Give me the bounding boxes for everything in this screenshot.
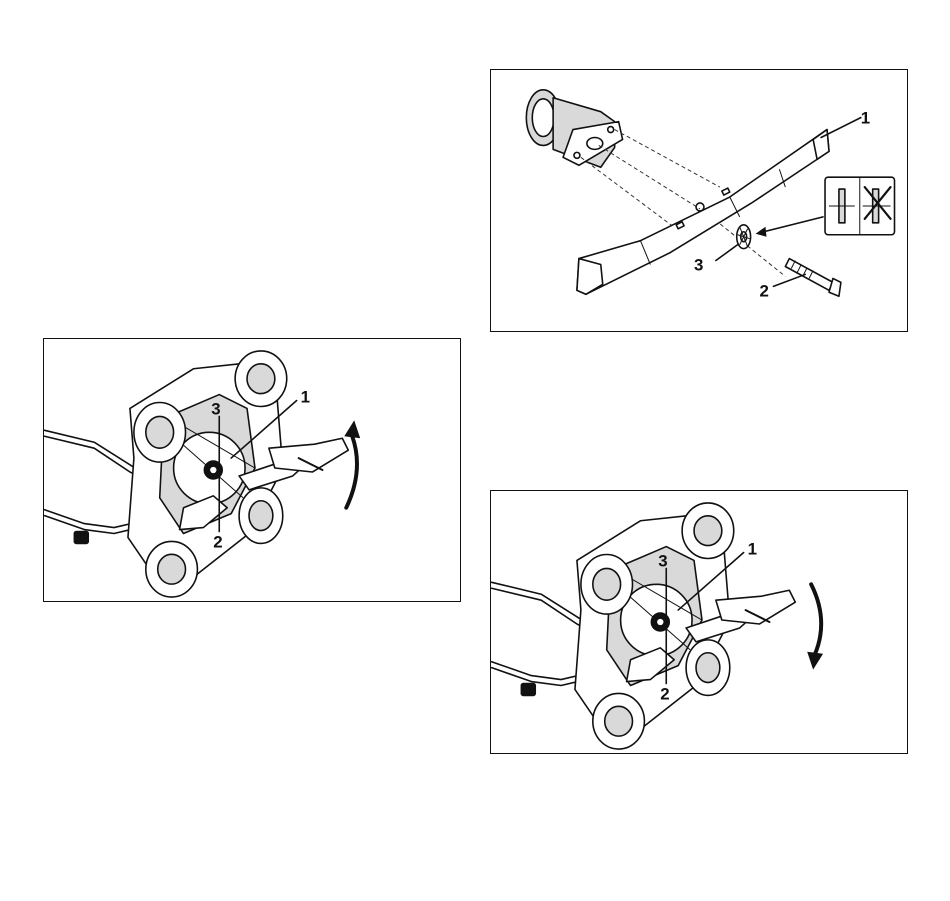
tighten-blade-drawing: 3 1 2 bbox=[491, 491, 907, 753]
callout-3: 3 bbox=[694, 255, 703, 274]
blade-adapter-illustration bbox=[526, 90, 622, 167]
loosen-blade-figure: 3 1 2 bbox=[43, 338, 461, 602]
callout-2: 2 bbox=[213, 532, 222, 551]
blade-bolt-illustration bbox=[785, 259, 841, 297]
callout-1: 1 bbox=[861, 109, 870, 128]
blade-assembly-figure: 1 2 3 bbox=[490, 69, 908, 332]
pointer-arrow-icon bbox=[760, 217, 824, 233]
callout-1: 1 bbox=[748, 540, 757, 559]
loosen-blade-drawing: 3 1 2 bbox=[44, 339, 460, 601]
callout-1: 1 bbox=[301, 388, 310, 407]
callout-2: 2 bbox=[660, 684, 669, 703]
cable-connector-icon bbox=[521, 684, 535, 696]
washer-orientation-detail bbox=[825, 177, 894, 235]
callout-2: 2 bbox=[760, 281, 769, 300]
blade-assembly-drawing: 1 2 3 bbox=[491, 70, 907, 331]
curved-arrow-up-icon bbox=[344, 420, 360, 507]
callout-3: 3 bbox=[658, 551, 667, 570]
callout-3: 3 bbox=[211, 399, 220, 418]
cup-washer-illustration bbox=[737, 225, 751, 249]
tighten-blade-figure: 3 1 2 bbox=[490, 490, 908, 754]
cable-connector-icon bbox=[74, 532, 88, 544]
curved-arrow-down-icon bbox=[807, 584, 823, 669]
